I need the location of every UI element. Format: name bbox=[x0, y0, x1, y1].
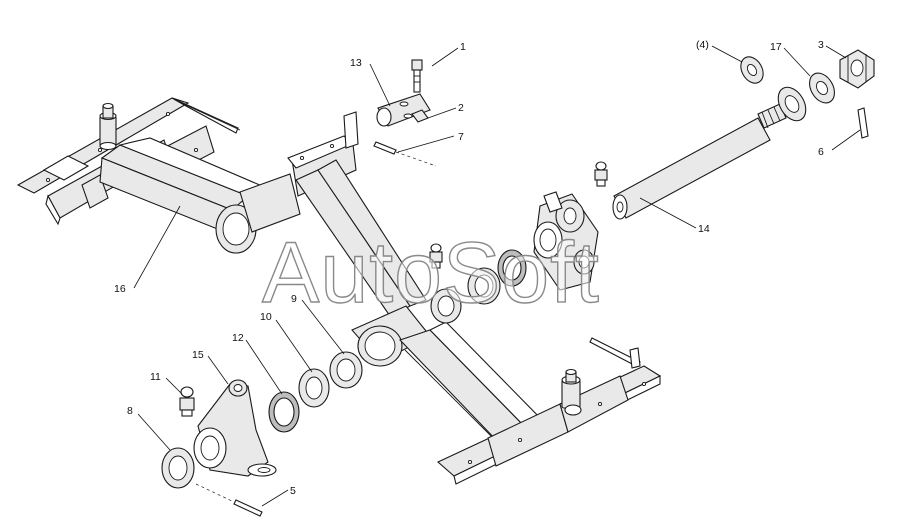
callout-8: 8 bbox=[127, 405, 133, 417]
callout-5: 5 bbox=[290, 485, 296, 497]
bearing-10 bbox=[298, 368, 330, 408]
clamp-13 bbox=[376, 93, 431, 127]
callout-11: 11 bbox=[150, 371, 161, 383]
callout-9: 9 bbox=[291, 293, 297, 305]
bearing-12 bbox=[268, 391, 300, 433]
callout-15: 15 bbox=[192, 349, 204, 361]
pin-7 bbox=[373, 141, 437, 167]
watermark-text: AutoSoft bbox=[262, 225, 600, 321]
callout-leaders bbox=[133, 45, 861, 507]
cotter-pin-6 bbox=[857, 107, 869, 139]
bearing-right-mid bbox=[467, 267, 501, 305]
callout-1: 1 bbox=[460, 41, 466, 53]
grease-nipple-middle bbox=[429, 243, 443, 269]
grease-nipple-upper bbox=[594, 161, 608, 187]
pin-5 bbox=[195, 483, 263, 517]
callout-10: 10 bbox=[260, 311, 272, 323]
callout-17: 17 bbox=[770, 41, 782, 53]
washer-17 bbox=[809, 72, 835, 104]
grease-nipple-11 bbox=[179, 386, 195, 417]
callout-3: 3 bbox=[818, 39, 824, 51]
callout-4: (4) bbox=[696, 39, 709, 51]
callout-7: 7 bbox=[458, 131, 464, 143]
axle-beam bbox=[99, 111, 547, 451]
knuckle-right bbox=[533, 191, 599, 291]
callout-2: 2 bbox=[458, 102, 464, 114]
shaft-14 bbox=[612, 103, 787, 220]
callout-12: 12 bbox=[232, 332, 244, 344]
castle-nut-3 bbox=[839, 49, 875, 89]
washer-4 bbox=[740, 56, 764, 84]
bearing-9 bbox=[329, 351, 363, 389]
bearing-right-outer bbox=[497, 249, 527, 287]
right-king-pin bbox=[561, 368, 582, 416]
callout-6: 6 bbox=[818, 146, 824, 158]
callout-16: 16 bbox=[114, 283, 126, 295]
left-king-pin bbox=[99, 102, 117, 151]
bearing-8 bbox=[161, 447, 195, 489]
callout-13: 13 bbox=[350, 57, 362, 69]
bolt-1 bbox=[411, 59, 423, 93]
bearing-right-inner bbox=[430, 288, 462, 324]
callout-14: 14 bbox=[698, 223, 710, 235]
knuckle-15 bbox=[193, 379, 277, 477]
washer-large bbox=[777, 86, 807, 122]
